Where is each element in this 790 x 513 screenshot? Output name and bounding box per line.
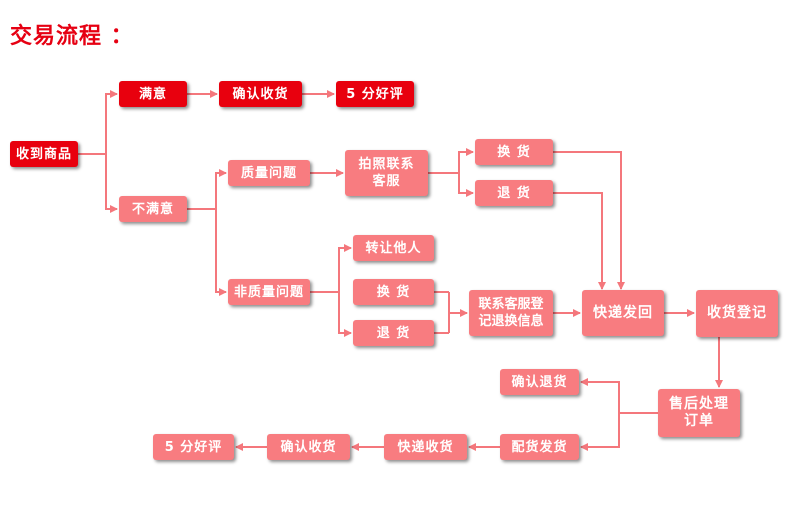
connector-received-satisfied	[105, 90, 118, 154]
node-received: 收到商品	[10, 141, 78, 167]
page-title: 交易流程 ：	[10, 24, 134, 49]
node-express-return: 快递发回	[582, 290, 664, 336]
node-contact-register: 联系客服登 记退换信息	[469, 290, 553, 336]
connector-aftersale-return	[580, 378, 620, 413]
node-quality-issue: 质量问题	[228, 160, 310, 186]
node-five-star-bottom: 5 分好评	[153, 434, 234, 460]
node-express-receive: 快递收货	[384, 434, 467, 460]
node-aftersale-order: 售后处理 订单	[658, 389, 740, 437]
node-non-quality-issue: 非质量问题	[228, 279, 310, 305]
node-satisfied: 满意	[119, 81, 187, 107]
node-ship-goods: 配货发货	[500, 434, 579, 460]
node-confirm-receipt-top: 确认收货	[219, 81, 302, 107]
node-photo-contact: 拍照联系 客服	[345, 150, 428, 196]
node-exchange-quality: 换 货	[475, 139, 553, 165]
connector-aftersale-ship	[580, 413, 620, 451]
connector-photo-return	[458, 173, 474, 197]
node-five-star-top: 5 分好评	[336, 81, 414, 107]
connector-photo-exchange	[458, 148, 474, 173]
connector-nonquality-exchange	[338, 292, 352, 337]
node-register-receipt: 收货登记	[696, 290, 778, 337]
node-confirm-return: 确认退货	[500, 369, 579, 395]
node-exchange-nonquality: 换 货	[353, 279, 434, 305]
connector-unsatisfied-quality	[215, 169, 227, 209]
connector-unsatisfied-nonquality	[215, 209, 227, 296]
connector-return-express	[553, 192, 606, 290]
connector-exchange-express	[553, 151, 625, 290]
node-transfer: 转让他人	[353, 235, 434, 261]
connector-received-unsatisfied	[105, 154, 118, 213]
node-unsatisfied: 不满意	[119, 196, 187, 222]
node-return-nonquality: 退 货	[353, 320, 434, 346]
node-return-quality: 退 货	[475, 180, 553, 206]
connector-nonquality-transfer	[338, 244, 352, 292]
node-confirm-receipt-bottom: 确认收货	[267, 434, 350, 460]
